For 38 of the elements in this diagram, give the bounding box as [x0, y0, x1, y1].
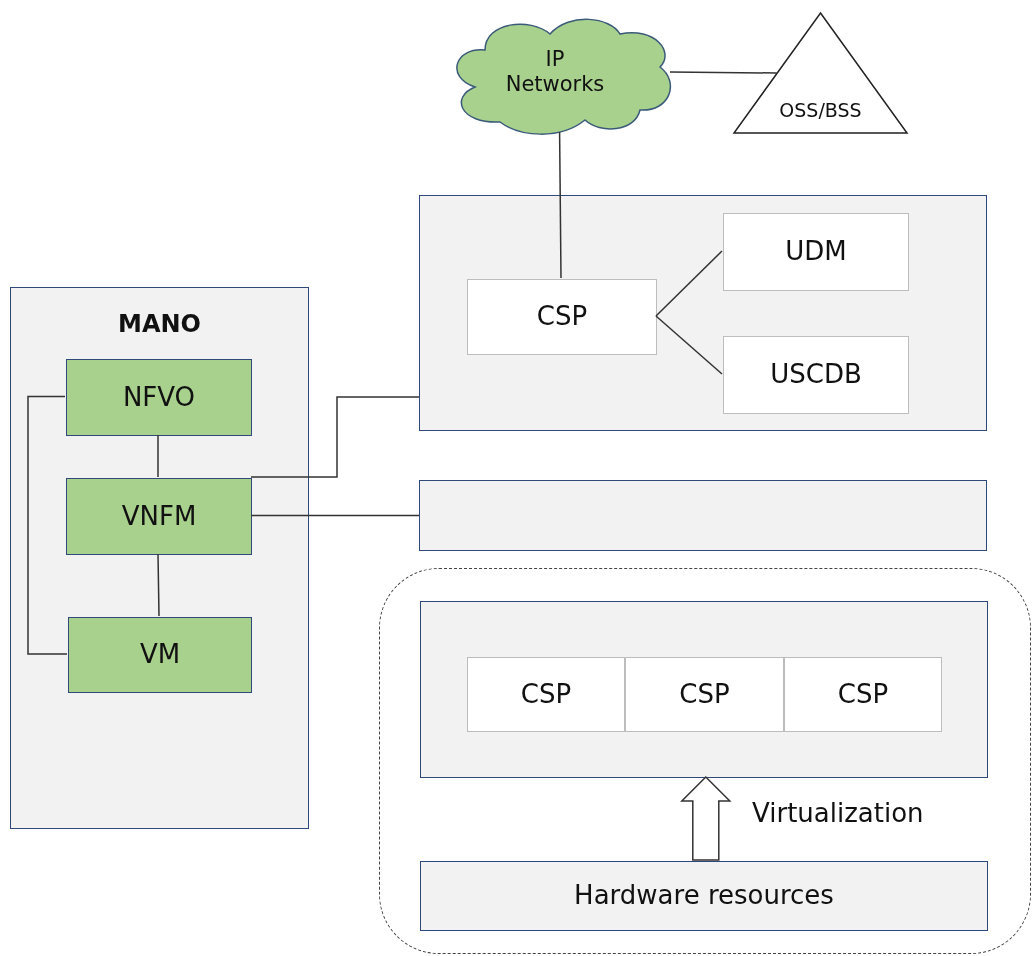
connector-line	[250, 514, 420, 517]
connector-line	[655, 250, 723, 317]
dashed-region	[379, 568, 1031, 954]
panel-box	[420, 861, 988, 931]
node-label: UDM	[785, 236, 847, 268]
panel-box	[419, 480, 987, 551]
module-box	[68, 617, 252, 693]
connector-line	[157, 553, 160, 617]
node-label: Hardware resources	[574, 880, 834, 912]
module-box	[66, 478, 252, 555]
panel-box	[420, 601, 988, 778]
component-box	[467, 657, 625, 732]
node-label: CSP	[837, 678, 889, 711]
node-label: OSS/BSS	[779, 99, 862, 122]
connector-line	[669, 71, 778, 74]
connector-line	[558, 131, 562, 279]
node-label: VNFM	[121, 500, 197, 533]
block-arrow	[680, 775, 732, 861]
component-box	[723, 213, 909, 291]
component-box	[723, 336, 909, 414]
component-box	[625, 657, 784, 732]
panel-box	[419, 195, 987, 431]
node-label: CSP	[520, 678, 572, 711]
connector-line	[157, 434, 159, 478]
module-box	[66, 359, 252, 436]
component-box	[467, 279, 657, 355]
connector-line	[250, 396, 420, 478]
component-box	[784, 657, 942, 732]
node-label: USCDB	[770, 359, 862, 391]
group-title: MANO	[118, 310, 201, 339]
node-label: CSP	[679, 678, 730, 711]
group-panel	[10, 287, 309, 829]
node-label: NFVO	[122, 381, 196, 414]
connector-line	[27, 395, 68, 655]
node-label: VM	[139, 639, 181, 671]
node-label: CSP	[536, 301, 588, 333]
node-label: IP Networks	[504, 46, 606, 98]
connector-line	[655, 315, 723, 375]
